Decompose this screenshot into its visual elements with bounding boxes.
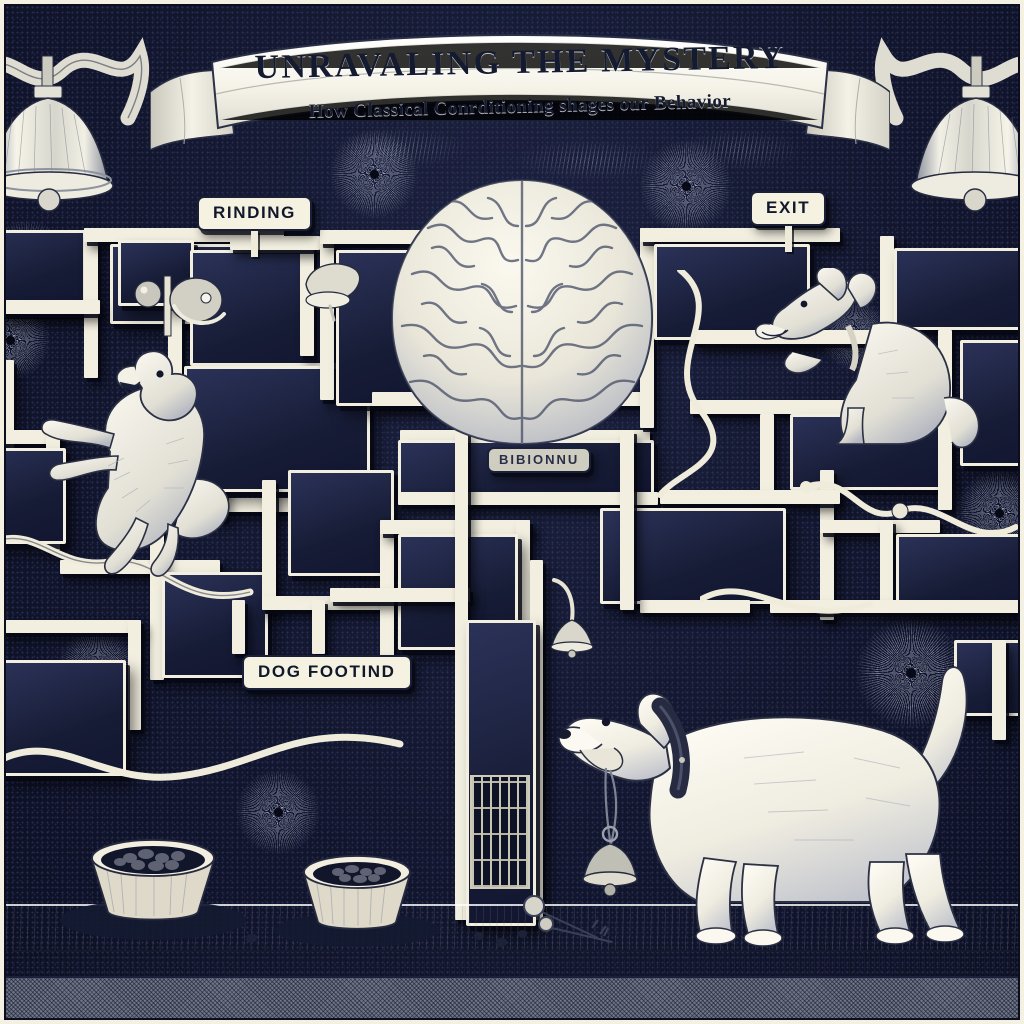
floor-edge [14,950,1024,978]
dog-sitting [752,268,988,458]
floor-base [0,976,1024,1024]
maze-block [896,534,1024,610]
food-bowl-right [274,838,440,948]
scattered-kibble [246,934,270,948]
hanging-bell-left [0,14,170,230]
maze-block [288,470,394,576]
starburst-motif [640,140,732,232]
maze-wall [516,520,530,640]
maze-wall [232,600,245,654]
terrier-leaping [38,348,264,578]
starburst-motif [330,130,418,218]
maze-wall [455,430,468,920]
sign-post [250,231,258,257]
sign-exit[interactable]: EXIT [750,191,827,252]
sign-rinding[interactable]: RINDING [197,196,312,257]
maze-wall [770,600,1020,613]
starburst-motif [236,770,320,854]
maze-bell-small [130,270,240,350]
maze-wall [880,236,894,346]
sign-exit-label: EXIT [750,191,827,226]
maze-wall [320,230,440,244]
sign-post [784,226,792,252]
sign-dog-footind-label: DOG FOOTIND [242,655,412,690]
maze-wall [620,430,634,610]
small-hanging-bell [540,578,600,668]
keys-on-floor [523,895,613,943]
maze-wall [992,640,1006,740]
maze-wall [880,520,893,610]
maze-block [0,448,66,544]
food-bowl-left [58,820,248,940]
sign-center-label: BIBIONNU [487,447,592,473]
title-banner: UNRAVALING THE MYSTERY How Classical Con… [150,18,890,150]
maze-wall [760,414,774,504]
maze-block [0,660,126,776]
maze-wall [0,300,100,314]
sign-dog-footind[interactable]: DOG FOOTIND [242,655,412,690]
maze-wall [660,490,840,504]
labrador-standing [554,648,1004,948]
maze-wall [128,620,141,730]
sign-rinding-label: RINDING [197,196,312,231]
gate-grate [470,775,530,889]
hanging-bell-right [854,14,1024,230]
sign-center-garbled[interactable]: BIBIONNU [487,447,592,473]
maze-wall [398,492,658,505]
maze-wall [300,236,314,356]
scattered-kibble [470,928,550,952]
maze-bell-tilted [300,258,370,328]
maze-wall [312,600,325,654]
maze-wall [640,600,750,613]
maze-block [894,248,1024,330]
maze-wall [0,620,140,633]
maze-wall [690,400,890,414]
maze-wall [330,588,470,602]
maze-wall [262,480,276,610]
brain-illustration [388,178,656,448]
